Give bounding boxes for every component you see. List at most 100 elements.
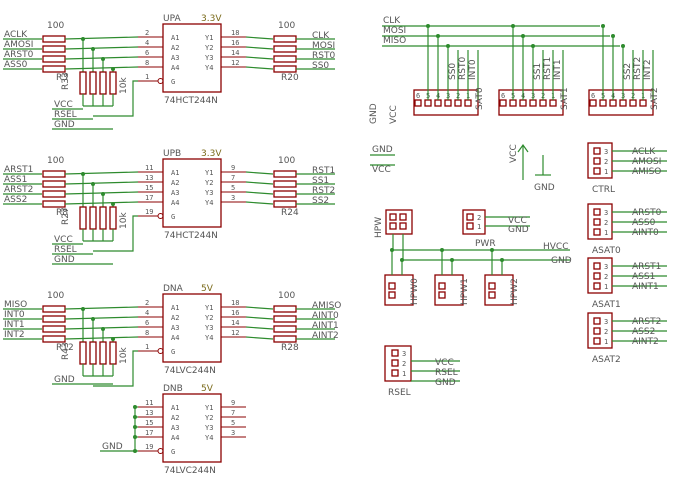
pin-number: 6 [416,92,420,100]
pin-number: 3 [604,318,608,326]
junction-dot [621,44,625,48]
chip-value: 74LVC244N [164,466,216,476]
series-resistor [273,45,297,53]
header-pin [593,167,601,175]
pulldown-resistor [109,341,117,365]
series-resistor [42,325,66,333]
net-label: AINT0 [632,228,659,238]
chip-value: 74HCT244N [164,96,218,106]
pin-number: 3 [604,263,608,271]
net-wire [245,36,274,40]
vcc-arrow [517,143,529,153]
header-pin [488,282,496,290]
pulldown-resistor [79,341,87,365]
header-pin [499,99,507,107]
pulldown-resistor [109,71,117,95]
pin-number: 2 [402,360,406,368]
net-label: ARST1 [632,262,661,272]
chip-body [162,393,222,463]
junction-dot [426,24,430,28]
header-name: HPW0 [410,278,420,305]
pin-name: G [171,348,175,356]
pin-number: 13 [145,409,153,417]
pin-name: A3 [171,324,179,332]
resistor-value: 100 [278,291,295,301]
header-name: HPW1 [460,278,470,305]
pin-number: 5 [231,419,235,427]
net-label: RST0 [458,57,468,80]
header-name: ASAT0 [592,246,621,256]
junction-dot [490,248,494,252]
net-label: HVCC [543,242,569,252]
resistor-ref: R8 [56,208,68,218]
header-pin [389,222,397,230]
junction-dot [601,24,605,28]
resistor-value: 100 [47,291,64,301]
net-label: ASS1 [632,272,655,282]
net-label: ASS2 [632,327,655,337]
net-label: SS2 [623,63,633,80]
junction-dot [500,258,504,262]
vcc-label: VCC [372,165,391,175]
pulldown-resistor [99,206,107,230]
header-pin [593,208,601,216]
series-resistor [273,65,297,73]
junction-dot [450,258,454,262]
chip-body [162,158,222,228]
pin-name: Y1 [205,169,213,177]
pulldown-resistor [109,206,117,230]
pin-number: 3 [231,194,235,202]
pin-name: A2 [171,414,179,422]
net-wire [64,181,139,185]
header-body [434,274,464,306]
vcc-label: VCC [389,105,399,124]
net-label: RSEL [435,368,458,378]
net-label: SS0 [448,63,458,80]
pulldown-value: 10k [119,212,129,229]
pin-name: A2 [171,179,179,187]
pin-name: Y3 [205,424,213,432]
header-pin [388,282,396,290]
inversion-bubble [157,213,164,219]
header-pin [466,213,474,221]
series-resistor [42,335,66,343]
series-resistor [42,200,66,208]
junction-dot [91,317,95,321]
junction-dot [390,248,394,252]
pin-name: Y1 [205,404,213,412]
pulldown-value: 10k [119,347,129,364]
junction-dot [91,182,95,186]
pin-name: Y2 [205,179,213,187]
pin-name: Y4 [205,199,213,207]
net-label: MOSI [312,41,335,51]
pin-name: A4 [171,64,179,72]
header-pin [488,291,496,299]
series-resistor [42,65,66,73]
net-label: SS2 [312,196,329,206]
net-wire [245,306,274,310]
junction-dot [81,37,85,41]
pin-number: 1 [604,229,608,237]
header-pin [391,369,399,377]
net-wire [245,326,274,330]
net-wire [245,181,274,185]
net-wire [64,306,139,310]
series-resistor [273,200,297,208]
pin-number: 6 [501,92,505,100]
pin-name: G [171,213,175,221]
header-pin [389,213,397,221]
chip-voltage: 5V [201,284,214,294]
series-resistor [273,180,297,188]
net-wire [64,336,139,340]
pin-name: A2 [171,314,179,322]
net-label: AMISO [632,167,661,177]
header-name: ASAT1 [592,300,621,310]
net-label: AMOSI [632,157,661,167]
control-net-label: GND [54,120,75,130]
